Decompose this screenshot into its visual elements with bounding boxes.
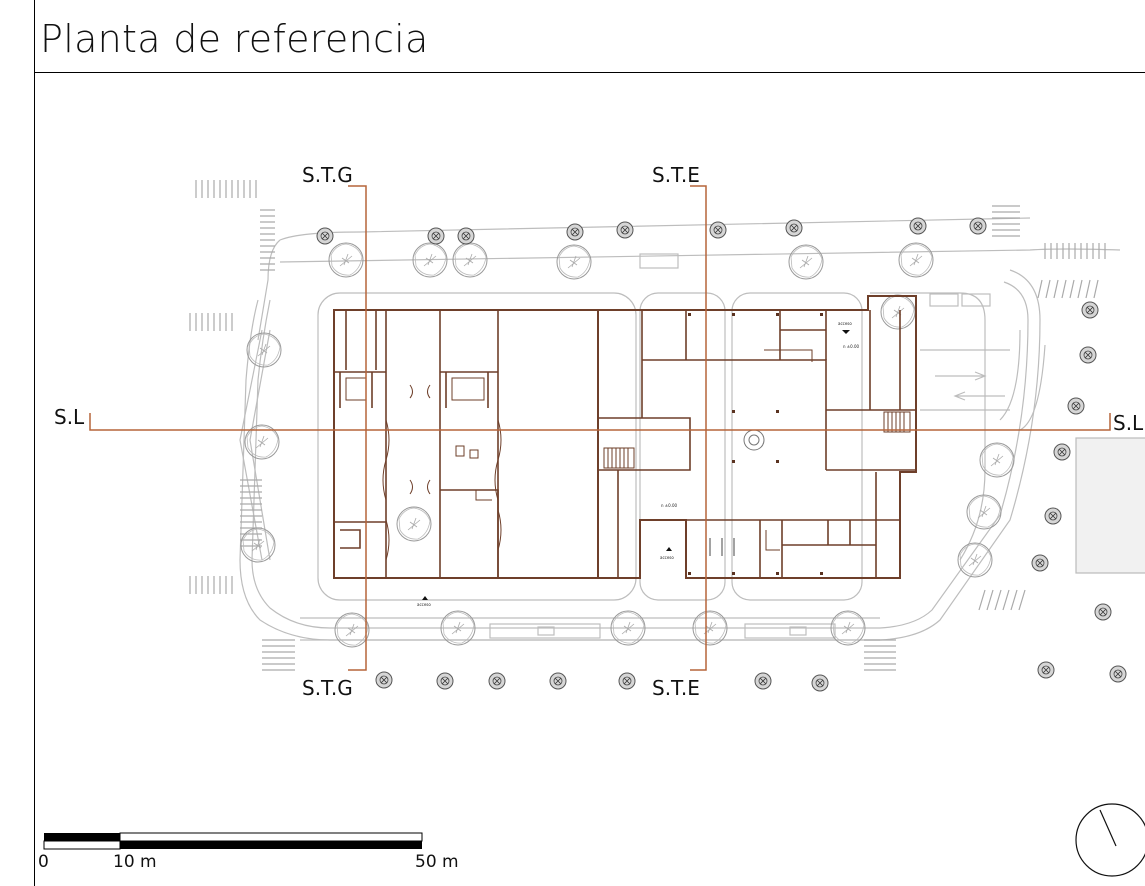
section-line-sl bbox=[89, 413, 1111, 431]
section-line-ste bbox=[690, 185, 707, 671]
level-label: n ±0.00 bbox=[843, 344, 860, 349]
title-divider bbox=[34, 72, 1145, 73]
section-label-ste-bottom: S.T.E bbox=[652, 676, 700, 700]
access-markers: acceso acceso acceso n ±0.00 n ±0.00 bbox=[417, 321, 860, 607]
scale-bar bbox=[43, 832, 423, 850]
section-label-sl-right: S.L bbox=[1113, 411, 1144, 435]
access-label: acceso bbox=[838, 321, 852, 326]
section-label-ste-top: S.T.E bbox=[652, 163, 700, 187]
scale-label-zero: 0 bbox=[38, 852, 49, 872]
north-arrow-icon bbox=[1075, 803, 1145, 877]
access-label: acceso bbox=[660, 555, 674, 560]
building-floor-plan bbox=[333, 295, 917, 579]
level-label: n ±0.00 bbox=[661, 503, 678, 508]
page-title: Planta de referencia bbox=[40, 17, 429, 61]
section-label-sl-left: S.L bbox=[54, 405, 85, 429]
tree-icons bbox=[240, 217, 1127, 692]
access-label: acceso bbox=[417, 602, 431, 607]
section-label-stg-bottom: S.T.G bbox=[302, 676, 353, 700]
section-line-stg bbox=[348, 185, 367, 671]
column-markers bbox=[688, 313, 823, 575]
section-label-stg-top: S.T.G bbox=[302, 163, 353, 187]
frame-left-border bbox=[34, 0, 35, 886]
scale-label-10m: 10 m bbox=[113, 852, 157, 872]
site-context bbox=[239, 217, 1145, 641]
section-lines bbox=[89, 185, 1111, 671]
scale-label-50m: 50 m bbox=[415, 852, 459, 872]
crosswalks bbox=[189, 180, 1106, 671]
